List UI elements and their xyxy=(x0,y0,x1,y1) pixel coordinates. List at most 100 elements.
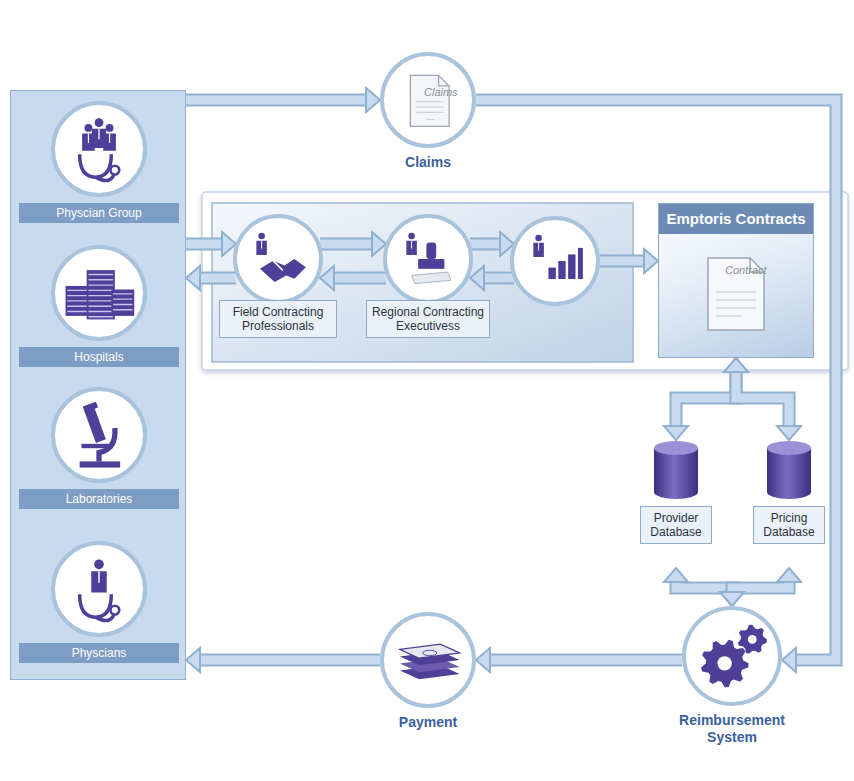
arrow-outline xyxy=(470,238,501,251)
arrow-shaft xyxy=(320,240,373,249)
provider-label: Physcians xyxy=(19,643,179,663)
icon-circle xyxy=(51,101,147,197)
process-group xyxy=(212,203,633,362)
document-label: Contract xyxy=(725,264,767,276)
arrow-outline xyxy=(736,371,789,427)
arrow-outline xyxy=(186,94,367,107)
arrow-outline xyxy=(320,238,373,251)
icon xyxy=(686,610,778,702)
icon-circle xyxy=(383,214,473,304)
arrow-shaft xyxy=(186,96,367,105)
icon xyxy=(387,218,469,300)
arrow-shaft xyxy=(483,274,514,283)
icon xyxy=(55,545,143,633)
arrow-shaft xyxy=(199,274,236,283)
flow-arrow xyxy=(600,249,658,273)
flow-arrow xyxy=(470,266,514,290)
arrow-shaft xyxy=(736,371,789,427)
arrow-head xyxy=(782,648,796,672)
icon xyxy=(55,249,143,337)
arrow-head xyxy=(724,358,748,372)
arrow-head xyxy=(777,426,801,440)
provider-label: Laboratories xyxy=(19,489,179,509)
flow-arrow xyxy=(186,266,236,290)
arrow-outline xyxy=(186,238,223,251)
icon xyxy=(384,56,472,144)
icon xyxy=(55,391,143,479)
arrow-outline xyxy=(600,255,645,268)
provider-node: Laboratories xyxy=(19,387,179,513)
process-circle: Payment xyxy=(380,612,476,736)
arrow-outline xyxy=(489,654,682,667)
process-circle: Reimbursement System xyxy=(672,606,792,762)
icon xyxy=(514,220,596,302)
icon xyxy=(384,616,472,704)
provider-label: Physcian Group xyxy=(19,203,179,223)
icon xyxy=(55,105,143,193)
icon-circle xyxy=(51,387,147,483)
arrow-shaft xyxy=(476,100,836,660)
arrow-shaft xyxy=(470,240,501,249)
arrow-head xyxy=(720,592,744,606)
arrow-head xyxy=(720,592,744,606)
icon-circle xyxy=(510,216,600,306)
document-label: Claims xyxy=(424,86,458,98)
process-label: Claims xyxy=(405,154,451,171)
process-label: Reimbursement System xyxy=(672,712,792,746)
flow-arrow xyxy=(186,232,236,256)
database-label: Provider Database xyxy=(640,506,712,544)
role-node: Field Contracting Professionals xyxy=(219,214,337,354)
flow-arrow xyxy=(186,88,380,112)
arrow-head xyxy=(476,648,490,672)
arrow-outline xyxy=(333,272,386,285)
arrow-outline xyxy=(199,272,236,285)
flow-arrow xyxy=(320,232,386,256)
icon-circle xyxy=(682,606,782,706)
icon-circle: Claims xyxy=(380,52,476,148)
arrow-head xyxy=(644,249,658,273)
arrow-shaft xyxy=(186,240,223,249)
arrow-outline xyxy=(199,654,380,667)
arrow-shaft xyxy=(676,371,736,427)
arrow-head xyxy=(186,266,200,290)
database-node: Provider Database xyxy=(640,440,712,568)
flow-arrow xyxy=(320,266,386,290)
provider-panel: Physcian GroupHospitalsLaboratoriesPhysc… xyxy=(10,90,186,680)
arrow-outline xyxy=(676,371,736,427)
arrow-head xyxy=(664,426,688,440)
arrow-head xyxy=(320,266,334,290)
database-label: Pricing Database xyxy=(753,506,825,544)
flow-arrow xyxy=(470,232,514,256)
provider-node: Physcians xyxy=(19,541,179,667)
icon-circle xyxy=(380,612,476,708)
arrow-head xyxy=(724,358,748,372)
arrow-shaft xyxy=(333,274,386,283)
role-node: Regional Contracting Executivess xyxy=(366,214,490,354)
flow-arrow xyxy=(476,100,836,672)
arrow-shaft xyxy=(489,656,682,665)
role-label: Regional Contracting Executivess xyxy=(366,300,490,338)
arrow-head xyxy=(470,266,484,290)
flow-arrow xyxy=(720,568,801,606)
database-node: Pricing Database xyxy=(753,440,825,568)
flow-arrow xyxy=(476,648,682,672)
arrow-head xyxy=(186,648,200,672)
database-cylinder xyxy=(765,440,813,500)
provider-label: Hospitals xyxy=(19,347,179,367)
database-cylinder xyxy=(652,440,700,500)
analytics-circle xyxy=(510,216,600,306)
flow-arrow xyxy=(186,648,380,672)
arrow-head xyxy=(777,568,801,582)
role-label: Field Contracting Professionals xyxy=(219,300,337,338)
icon xyxy=(237,218,319,300)
box-heading: Emptoris Contracts xyxy=(659,204,813,234)
arrow-head xyxy=(366,88,380,112)
provider-node: Hospitals xyxy=(19,245,179,371)
icon-circle xyxy=(233,214,323,304)
icon-circle xyxy=(51,541,147,637)
process-circle: ClaimsClaims xyxy=(376,52,480,176)
contracting-band: Field Contracting Professionals Regional … xyxy=(202,192,848,370)
process-label: Payment xyxy=(399,714,457,731)
process-band xyxy=(202,192,848,370)
arrow-shaft xyxy=(600,257,645,266)
